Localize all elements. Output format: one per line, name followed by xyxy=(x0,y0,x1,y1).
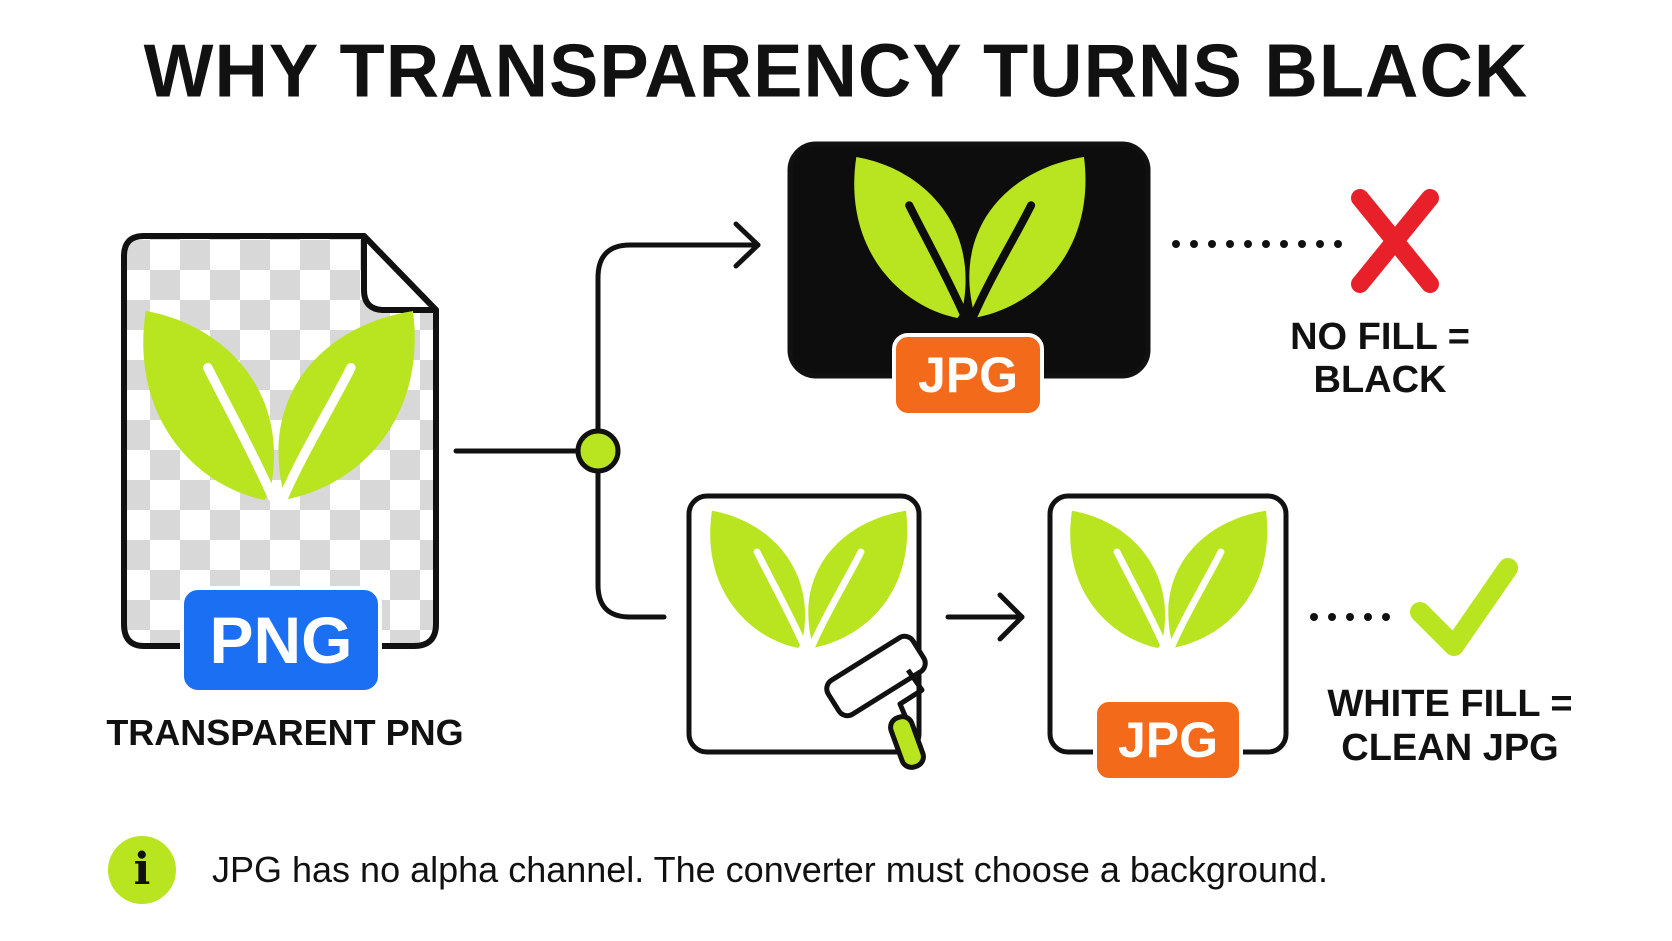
black-fill-label: NO FILL = BLACK xyxy=(1290,316,1470,401)
white-fill-label-line1: WHITE FILL = xyxy=(1327,683,1573,725)
junction-node xyxy=(575,428,621,474)
png-leaf-icon xyxy=(143,311,415,503)
check-icon xyxy=(1410,558,1518,656)
white-fill-label-line2: CLEAN JPG xyxy=(1341,727,1559,769)
dotted-line-bottom xyxy=(1310,613,1390,621)
png-label: TRANSPARENT PNG xyxy=(106,712,464,753)
info-icon: i xyxy=(108,836,176,904)
white-fill-label: WHITE FILL = CLEAN JPG xyxy=(1300,682,1600,770)
info-text: JPG has no alpha channel. The converter … xyxy=(212,849,1329,890)
connector-lines xyxy=(453,221,1025,642)
info-note: i JPG has no alpha channel. The converte… xyxy=(108,836,1328,904)
white-jpg-leaf-icon xyxy=(1070,510,1268,650)
black-jpg-leaf-icon xyxy=(854,157,1086,320)
cross-icon xyxy=(1351,189,1439,293)
white-jpg-badge: JPG xyxy=(1093,698,1243,782)
dotted-line-top xyxy=(1172,240,1342,248)
page-title: WHY TRANSPARENCY TURNS BLACK xyxy=(143,28,1529,113)
png-badge: PNG xyxy=(180,586,382,694)
black-jpg-badge: JPG xyxy=(892,333,1044,417)
white-fill-leaf-icon xyxy=(710,510,908,650)
paint-roller-icon xyxy=(824,633,928,770)
